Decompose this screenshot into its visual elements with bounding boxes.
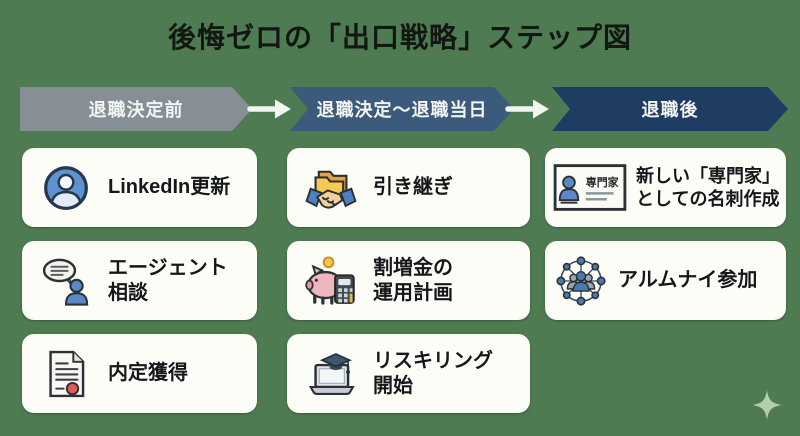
stage-header-before-resignation: 退職決定前 xyxy=(20,87,252,131)
offer-document-icon xyxy=(49,350,85,397)
linkedin-update-card: LinkedIn更新 xyxy=(22,148,257,227)
flow-arrow-icon xyxy=(505,99,549,119)
reskilling-card: リスキリング 開始 xyxy=(287,334,530,413)
alumni-participation-card: アルムナイ参加 xyxy=(545,241,786,320)
card-label: エージェント 相談 xyxy=(108,256,228,304)
handshake-folder-icon xyxy=(305,170,357,209)
job-offer-card: 内定獲得 xyxy=(22,334,257,413)
expert-business-card-card: 専門家 新しい「専門家」 としての名刺作成 xyxy=(545,148,786,227)
piggy-bank-calculator-icon xyxy=(305,255,355,305)
alumni-network-icon xyxy=(556,255,606,306)
stage-header-label: 退職決定〜退職当日 xyxy=(316,100,488,120)
business-card-icon: 専門家 xyxy=(553,164,627,211)
severance-money-plan-card: 割増金の 運用計画 xyxy=(287,241,530,320)
business-card-text: 専門家 xyxy=(586,175,619,189)
handover-card: 引き継ぎ xyxy=(287,148,530,227)
stage-header-label: 退職決定前 xyxy=(88,100,184,120)
card-label: 内定獲得 xyxy=(108,362,188,384)
page-title: 後悔ゼロの「出口戦略」ステップ図 xyxy=(167,22,632,53)
profile-avatar-icon xyxy=(44,165,88,210)
card-label: LinkedIn更新 xyxy=(108,176,231,198)
card-label: アルムナイ参加 xyxy=(618,269,758,291)
card-label: 新しい「専門家」 としての名刺作成 xyxy=(636,166,780,209)
stage-header-after-resignation: 退職後 xyxy=(552,87,788,131)
agent-chat-icon xyxy=(42,258,89,306)
stage-header-decision-to-last-day: 退職決定〜退職当日 xyxy=(290,87,514,131)
agent-consultation-card: エージェント 相談 xyxy=(22,241,257,320)
flow-arrow-icon xyxy=(247,99,291,119)
sparkle-icon xyxy=(752,390,782,420)
card-label: 引き継ぎ xyxy=(373,176,453,198)
laptop-gradcap-icon xyxy=(308,352,355,395)
card-label: リスキリング 開始 xyxy=(373,349,493,397)
card-label: 割増金の 運用計画 xyxy=(373,256,453,304)
stage-header-label: 退職後 xyxy=(641,100,699,120)
